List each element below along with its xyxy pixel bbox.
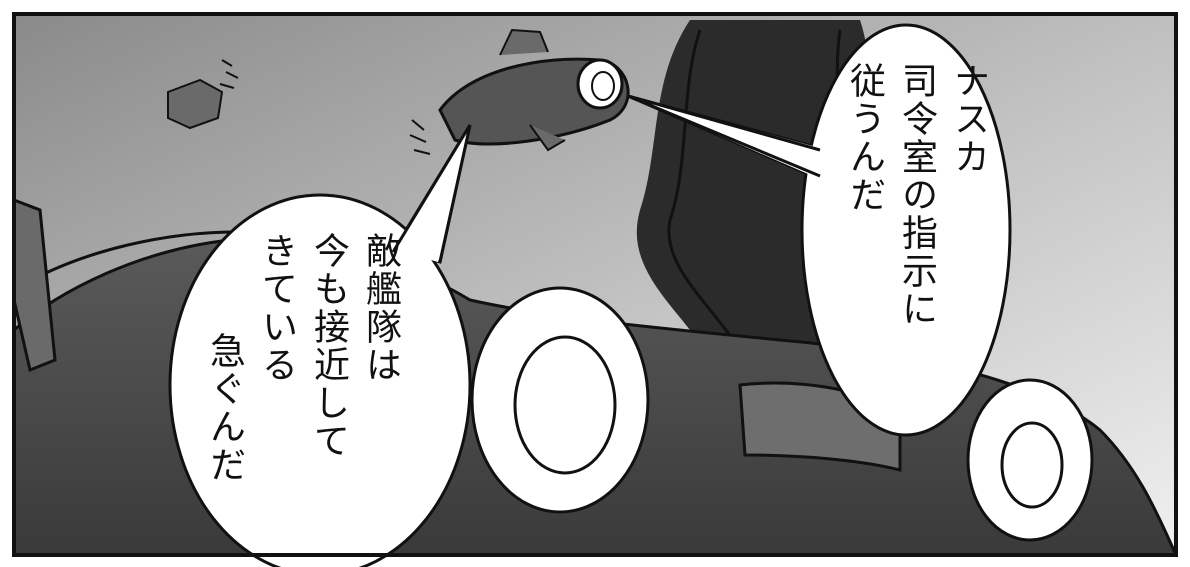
bubble-left-line-2: 今も接近して bbox=[308, 232, 349, 460]
bubble-left-line-4: 急ぐんだ bbox=[204, 332, 245, 484]
bubble-right-line-1: ナスカ bbox=[948, 62, 989, 176]
bubble-right-line-3: 従うんだ bbox=[844, 62, 885, 214]
bubble-left-line-3: きている bbox=[256, 232, 297, 384]
bubble-right-text: ナスカ 司令室の指示に 従うんだ bbox=[838, 62, 994, 402]
bubble-left-line-1: 敵艦隊は bbox=[360, 232, 401, 384]
flying-submarine-icon bbox=[409, 28, 630, 155]
speech-bubble-right bbox=[627, 23, 1012, 437]
panel-border bbox=[12, 12, 1178, 557]
bubble-left-text: 敵艦隊は 今も接近して きている 急ぐんだ bbox=[198, 232, 406, 542]
small-craft-icon bbox=[167, 59, 239, 130]
speech-bubble-left bbox=[168, 124, 472, 567]
bubble-right-line-2: 司令室の指示に bbox=[896, 62, 937, 328]
